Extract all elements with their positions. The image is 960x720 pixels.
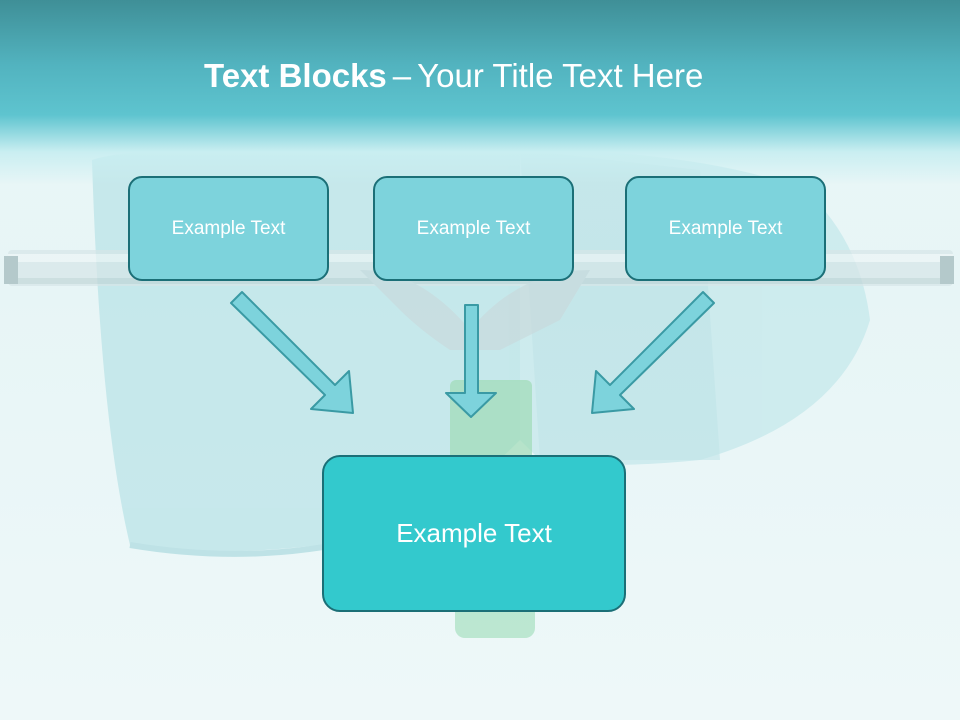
- text-block-2[interactable]: Example Text: [373, 176, 574, 281]
- text-block-1-label: Example Text: [171, 217, 286, 239]
- title-bold: Text Blocks: [204, 57, 387, 94]
- text-block-3-label: Example Text: [668, 217, 783, 239]
- header-band: [0, 0, 960, 185]
- text-block-2-label: Example Text: [416, 217, 531, 239]
- title-rest: Your Title Text Here: [417, 57, 704, 94]
- slide-title: Text Blocks–Your Title Text Here: [204, 54, 703, 98]
- title-separator: –: [392, 57, 412, 94]
- text-block-3[interactable]: Example Text: [625, 176, 826, 281]
- main-text-block[interactable]: Example Text: [322, 455, 626, 612]
- main-text-block-label: Example Text: [396, 518, 552, 548]
- text-block-1[interactable]: Example Text: [128, 176, 329, 281]
